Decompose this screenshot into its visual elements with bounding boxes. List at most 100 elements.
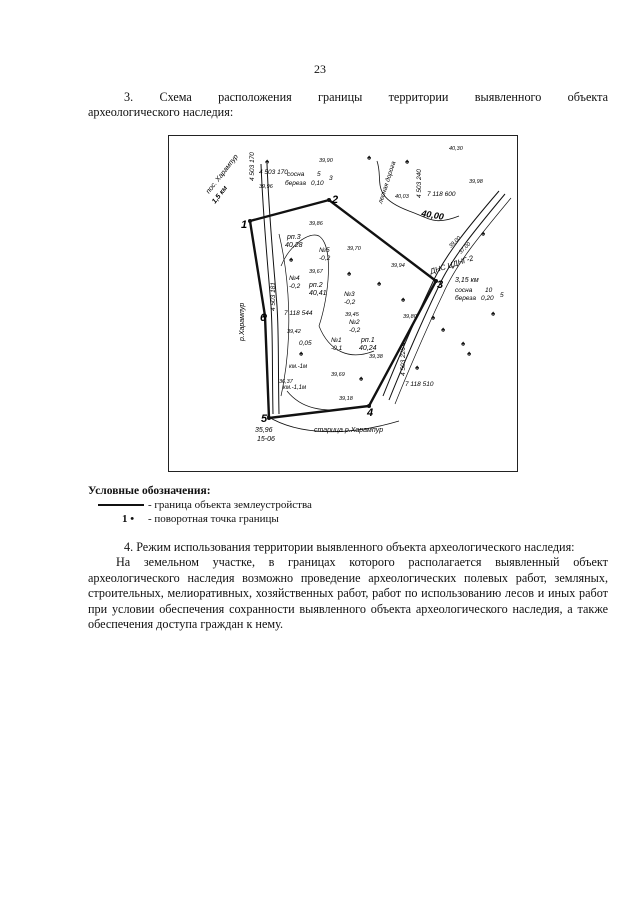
tree-stand-1-a: сосна <box>287 171 305 178</box>
elevation-label: 39,86 <box>309 221 324 227</box>
tree-stand-1-a-n: 5 <box>317 171 321 178</box>
site-plan-map: 1 2 3 4 5 6 4 503 170 4 503 170 4 503 24… <box>168 135 518 472</box>
section-3-heading-line-1: 3. Схема расположения границы территории… <box>124 90 608 104</box>
river-bank-right <box>266 163 280 415</box>
svg-text:♠: ♠ <box>265 157 270 166</box>
tree-stand-2-b-n: 0,20 <box>481 295 494 302</box>
elevation-label: 39,96 <box>259 184 274 190</box>
svg-text:♠: ♠ <box>467 349 472 358</box>
coord-x-top-left: 4 503 170 <box>259 169 288 176</box>
elevation-label: 36,37 <box>279 379 294 385</box>
legend-boundary-line-symbol <box>98 504 144 506</box>
mound-1-label: км.-1м <box>289 364 307 370</box>
legend-point-text: - поворотная точка границы <box>148 513 279 525</box>
section-4-body: На земельном участке, в границах которог… <box>88 555 608 632</box>
tree-stand-2-c: 5 <box>500 292 504 299</box>
pit-5-value: -0,2 <box>319 255 331 262</box>
section-3-heading: 3. Схема расположения границы территории… <box>88 90 608 120</box>
pit-4-value: -0,2 <box>289 283 301 290</box>
boundary-point-2-label: 2 <box>331 194 338 206</box>
elevation-label: 39,69 <box>331 372 345 378</box>
legend-boundary-text: - граница объекта землеустройства <box>148 499 312 511</box>
legend-point-symbol: 1 • <box>122 513 135 525</box>
boundary-point-3-label: 3 <box>437 279 443 291</box>
elevation-label: 40,30 <box>449 146 464 152</box>
boundary-point-2 <box>327 198 331 202</box>
page-number: 23 <box>314 62 326 76</box>
elevation-label: 39,45 <box>345 312 360 318</box>
river-bank-left <box>260 163 274 415</box>
elevation-label: 39,42 <box>287 329 301 335</box>
svg-text:♠: ♠ <box>347 269 352 278</box>
elevation-label: 35,96 <box>255 427 273 434</box>
map-legend: Условные обозначения: - граница объекта … <box>88 484 312 526</box>
boundary-point-1-label: 1 <box>241 219 247 231</box>
tree-stand-2-a-n: 10 <box>485 287 493 294</box>
forest-road-line-2 <box>388 193 506 401</box>
svg-text:♠: ♠ <box>377 279 382 288</box>
tree-stand-2-b: береза <box>455 294 476 302</box>
svg-text:♠: ♠ <box>491 309 496 318</box>
svg-text:♠: ♠ <box>289 255 294 264</box>
pit-elevation-label: 0,05 <box>299 340 312 347</box>
site-plan-svg: 1 2 3 4 5 6 4 503 170 4 503 170 4 503 24… <box>205 146 512 443</box>
elevation-label: 39,18 <box>339 396 354 402</box>
coord-y-bottom: 4 503 226 <box>400 347 407 376</box>
tree-stand-1-b-n: 0,10 <box>311 180 324 187</box>
svg-text:♠: ♠ <box>415 363 420 372</box>
section-4: 4. Режим использования территории выявле… <box>88 540 608 632</box>
elevation-label: 39,90 <box>319 158 334 164</box>
rp2-label: рп.2 <box>308 282 323 289</box>
pit-2-value: -0,2 <box>349 327 361 334</box>
elevation-label: 39,38 <box>369 354 384 360</box>
svg-text:♠: ♠ <box>441 325 446 334</box>
elevation-label: 39,70 <box>347 246 362 252</box>
elevation-label: 39,80 <box>403 314 418 320</box>
legend-row-point: 1 • - поворотная точка границы <box>88 512 279 526</box>
rp2-value: 40,41 <box>309 290 327 297</box>
elevation-label: 39,98 <box>469 179 484 185</box>
dns-distance-label: 3,15 км <box>455 277 479 284</box>
boundary-point-3 <box>434 279 438 283</box>
boundary-point-6 <box>263 314 267 318</box>
pit-1-label: №1 <box>331 337 342 344</box>
svg-text:♠: ♠ <box>401 339 406 348</box>
legend-title: Условные обозначения: <box>88 485 211 497</box>
rp1-value: 40,24 <box>359 345 377 352</box>
elevation-label: 39,94 <box>391 263 405 269</box>
rp3-label: рп.3 <box>286 234 301 241</box>
coord-x-bottom: 7 118 510 <box>405 381 434 388</box>
oxbow-label: старица р.Харампур <box>314 427 383 434</box>
svg-text:♠: ♠ <box>367 153 372 162</box>
contour-line-3 <box>280 234 329 327</box>
tree-stand-1-b: береза <box>285 179 306 187</box>
boundary-point-6-label: 6 <box>260 312 267 324</box>
contour-line-4 <box>318 325 375 356</box>
tree-stand-1-c: 3 <box>329 175 333 182</box>
tree-stand-2-a: сосна <box>455 287 473 294</box>
svg-text:♠: ♠ <box>405 157 410 166</box>
contour-line-1 <box>376 160 460 222</box>
legend-row-boundary: - граница объекта землеустройства <box>88 498 312 512</box>
svg-text:♠: ♠ <box>481 229 486 238</box>
forest-road-line-1 <box>382 190 500 397</box>
rp3-value: 40,28 <box>285 242 303 249</box>
mound-2-label: км.-1,1м <box>283 385 306 391</box>
svg-text:♠: ♠ <box>401 295 406 304</box>
elevation-label: 15-06 <box>257 436 275 443</box>
coord-x-left: 7 118 544 <box>284 310 313 317</box>
pit-4-label: №4 <box>289 275 300 282</box>
svg-text:♠: ♠ <box>461 339 466 348</box>
dns-label: ДНС ЦДНГ-2 <box>428 253 475 276</box>
coord-y-left: 4 503 181 <box>270 282 277 311</box>
elevation-label: 40,03 <box>395 194 410 200</box>
oxbow-line <box>266 415 400 433</box>
section-4-heading: 4. Режим использования территории выявле… <box>124 540 575 554</box>
contour-40-label: 40,00 <box>420 208 445 222</box>
contour-line-2 <box>278 233 290 397</box>
boundary-point-1 <box>248 219 252 223</box>
forest-road-line-3 <box>394 197 512 405</box>
coord-x-right: 7 118 600 <box>427 191 456 198</box>
svg-text:♠: ♠ <box>359 374 364 383</box>
boundary-point-5 <box>267 416 271 420</box>
